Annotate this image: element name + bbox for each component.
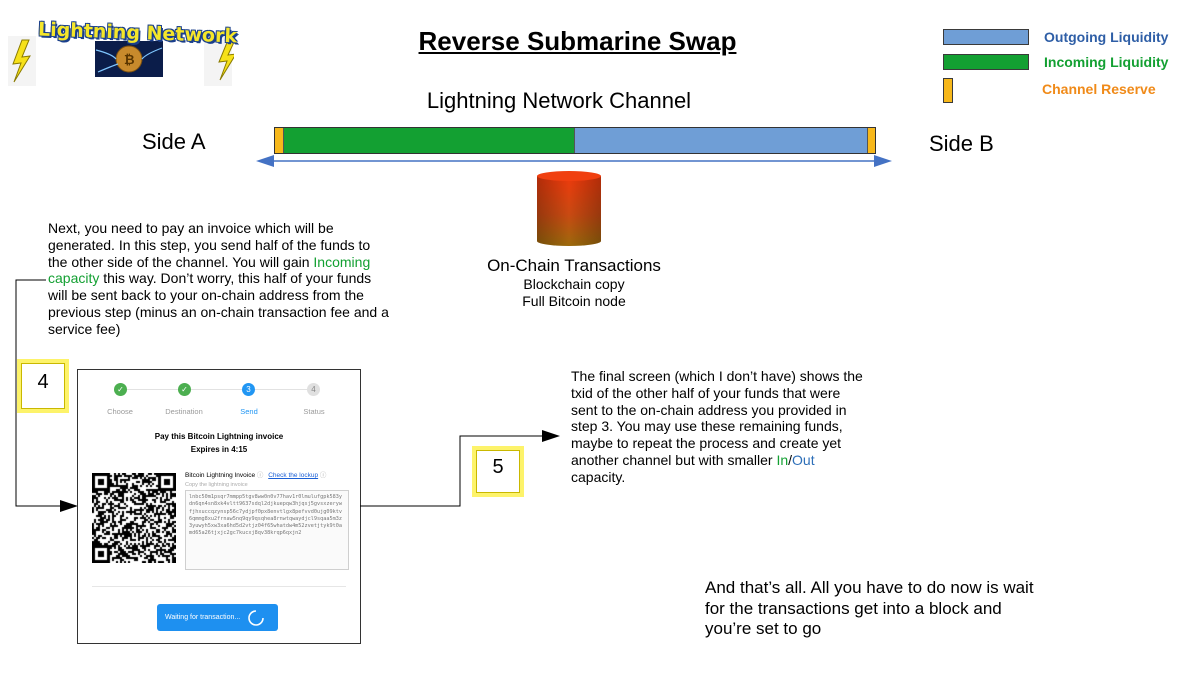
step-status-indicator: 4 [307,383,320,396]
channel-segment-channel-reserve [867,128,875,153]
step4-text-part2: this way. Don’t worry, this half of your… [48,270,389,337]
onchain-box: On-Chain Transactions Blockchain copy Fu… [455,256,693,310]
invoice-label: Bitcoin Lightning Invoice [185,472,256,479]
invoice-label-row: Bitcoin Lightning Invoice ⓘ Check the lo… [185,469,326,479]
step-choose-check-icon: ✓ [114,383,127,396]
step-destination-check-icon: ✓ [178,383,191,396]
channel-double-arrow [256,155,892,167]
step-4-badge: 4 [17,359,69,413]
legend-swatch-incoming [943,54,1029,70]
legend-swatch-outgoing [943,29,1029,45]
step-choose-label: Choose [107,407,133,416]
divider [92,586,346,587]
lightning-network-logo: ₿ [8,20,237,86]
legend-label-outgoing: Outgoing Liquidity [1044,29,1169,45]
closing-text: And that’s all. All you have to do now i… [705,578,1034,638]
side-b-label: Side B [929,131,994,156]
channel-segment-channel-reserve [275,128,283,153]
channel-liquidity-bar [274,127,876,154]
invoice-expiry: Expires in 4:15 [190,445,248,454]
loading-spinner-icon [248,610,264,626]
svg-text:₿: ₿ [124,53,135,68]
legend-label-reserve: Channel Reserve [1042,81,1156,97]
step5-text-part2: capacity. [571,468,626,485]
invoice-heading: Pay this Bitcoin Lightning invoice [154,432,284,441]
step-status-label: Status [303,407,325,416]
step5-text-out: Out [792,451,815,468]
side-a-label: Side A [142,129,206,154]
step5-description: The final screen (which I don’t have) sh… [571,368,866,486]
lockup-info-icon: ⓘ [319,472,327,479]
step4-description: Next, you need to pay an invoice which w… [48,220,393,338]
invoice-qr-code[interactable] [92,473,176,563]
step-5-badge: 5 [472,446,524,497]
channel-segment-outgoing-liquidity [573,128,868,153]
step5-text-slash: / [788,451,793,468]
step-4-number: 4 [21,363,65,409]
step4-text-part1: Next, you need to pay an invoice which w… [48,220,371,270]
step5-connector-arrow [360,430,560,507]
step5-text-part1: The final screen (which I don’t have) sh… [571,368,863,468]
legend-swatch-reserve [943,78,953,103]
lightning-bolt-right-icon [218,39,237,81]
logo-graphic: ₿ [8,36,237,86]
channel-segment-incoming-liquidity [282,128,574,153]
step-destination-label: Destination [165,407,203,416]
swap-ui-screenshot: ✓ Choose ✓ Destination 3 Send 4 Status P… [77,369,361,644]
info-icon: ⓘ [256,472,264,479]
onchain-line-node: Full Bitcoin node [522,293,626,309]
step-send-label: Send [240,407,258,416]
channel-title: Lightning Network Channel [426,88,692,113]
onchain-line-blockchain: Blockchain copy [523,276,625,292]
step4-connector-arrow [15,279,78,512]
waiting-button-label: Waiting for transaction... [165,614,241,621]
lightning-bolt-left-icon [12,39,31,83]
check-lockup-link[interactable]: Check the lockup [268,472,319,479]
step5-text-in: In [776,451,789,468]
database-cylinder-icon [537,171,601,246]
copy-invoice-hint: Copy the lightning invoice [185,482,248,488]
onchain-title: On-Chain Transactions [487,256,661,275]
step-5-number: 5 [476,450,520,493]
step4-text-highlight: Incoming capacity [48,253,371,287]
legend-label-incoming: Incoming Liquidity [1044,54,1169,70]
page-title: Reverse Submarine Swap [418,26,737,56]
waiting-for-transaction-button[interactable]: Waiting for transaction... [157,604,278,631]
stepper-line [120,389,316,390]
step-send-indicator: 3 [242,383,255,396]
invoice-textarea[interactable]: lnbc50m1psqr7mmpp5tgv8ww0n0v77hav1r0lmul… [185,490,349,570]
